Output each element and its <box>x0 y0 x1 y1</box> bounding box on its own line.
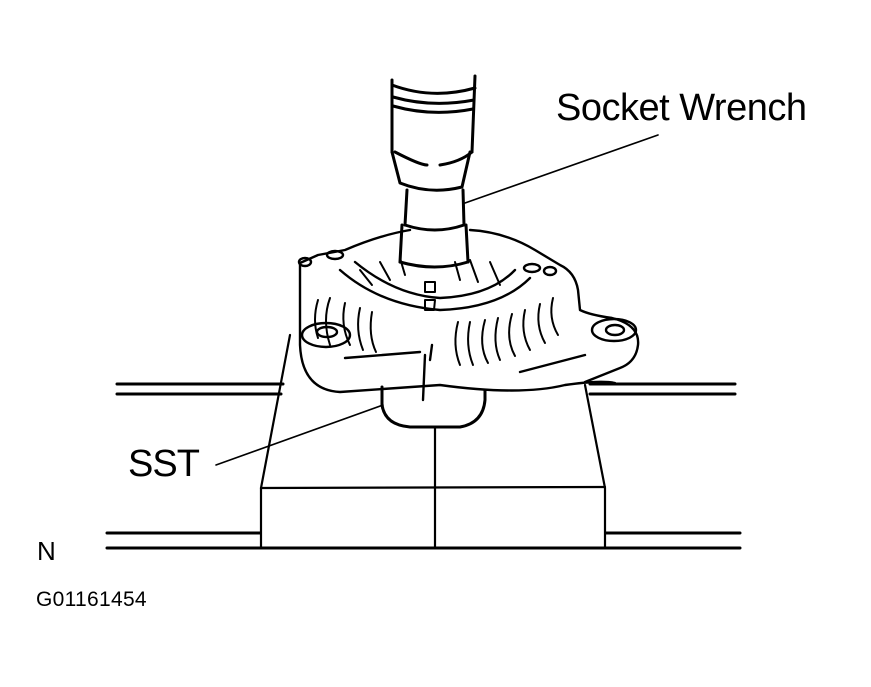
vise-jaws <box>261 335 605 548</box>
cooling-slots <box>315 258 558 365</box>
alternator-body <box>299 230 638 400</box>
figure-code: G01161454 <box>36 588 147 611</box>
sst-holder <box>382 387 485 427</box>
sst-label: SST <box>128 443 200 485</box>
socket-wrench-label: Socket Wrench <box>556 87 807 129</box>
leader-lines <box>216 135 658 465</box>
vise-rails <box>107 384 740 548</box>
torque-direction-label: N <box>37 536 56 566</box>
socket-wrench <box>392 76 475 267</box>
